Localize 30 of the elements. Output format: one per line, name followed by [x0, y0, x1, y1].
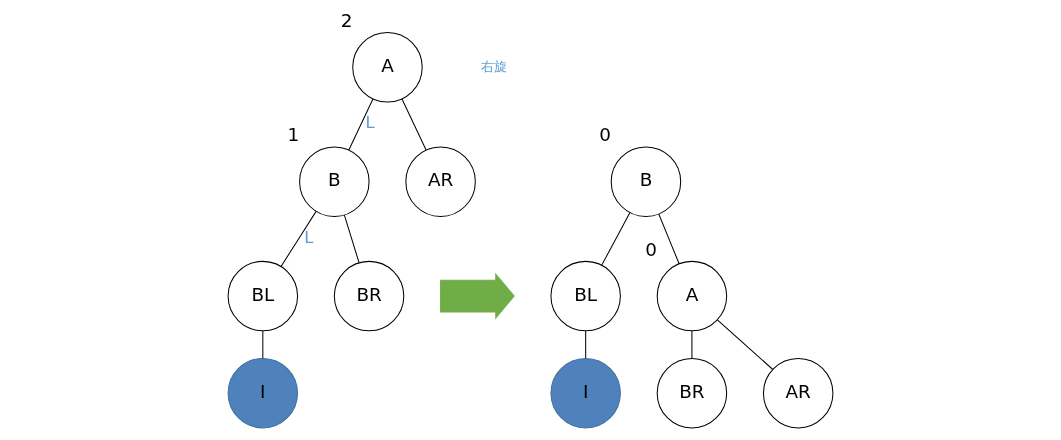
connector	[691, 330, 693, 359]
edge-label: L	[304, 227, 314, 247]
node-circle: A	[656, 260, 728, 332]
node-circle: BL	[550, 260, 621, 332]
label: 右旋	[480, 58, 507, 74]
node-label: 1	[287, 124, 300, 146]
node-circle: I	[227, 357, 299, 429]
node-circle: A	[352, 32, 423, 103]
node-circle: B	[610, 146, 682, 217]
connector	[262, 330, 264, 359]
node-circle: B	[299, 146, 370, 217]
connector	[348, 98, 374, 151]
node-label: 2	[340, 9, 353, 31]
connector	[280, 210, 317, 267]
node-label: 0	[645, 238, 657, 260]
connector	[343, 214, 360, 264]
connector	[658, 213, 680, 265]
connector	[401, 98, 427, 151]
node-label: 0	[599, 124, 611, 146]
node-circle: AR	[762, 357, 834, 429]
node-circle: I	[550, 357, 621, 429]
node-circle: BL	[227, 260, 299, 332]
connector	[585, 330, 587, 359]
edge-label: L	[365, 113, 375, 133]
node-circle: BR	[333, 260, 405, 332]
node-circle: AR	[405, 146, 476, 217]
connector	[716, 319, 774, 370]
node-arrow	[440, 272, 515, 320]
connector	[601, 212, 631, 266]
node-circle: BR	[656, 357, 728, 429]
